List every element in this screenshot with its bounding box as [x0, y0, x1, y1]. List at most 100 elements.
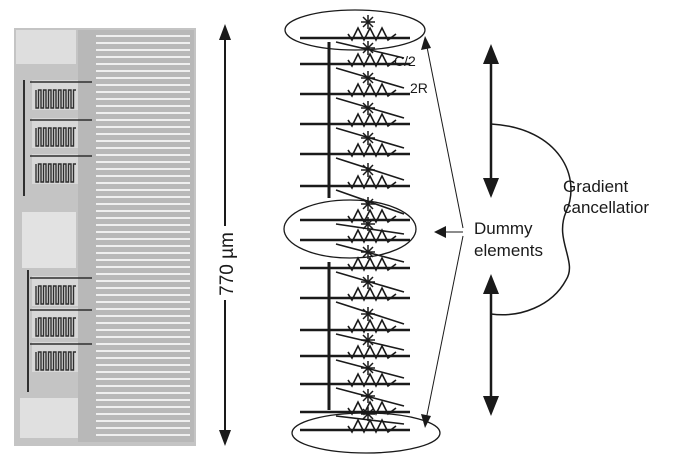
resistor-symbol [347, 52, 397, 68]
chip-serpentine-resistor [30, 308, 92, 338]
serpentine-path [35, 285, 76, 305]
resistor-symbol [347, 208, 397, 224]
capacitor-stroke [362, 42, 374, 54]
schematic-rung [300, 407, 410, 434]
chip-serpentine-resistor [30, 154, 92, 184]
resistor-symbol [347, 142, 397, 158]
schematic-rung [300, 15, 410, 59]
resistor-symbol [347, 256, 397, 272]
dimension-arrowhead-bottom [219, 430, 231, 446]
gradient-label-line1: Gradient [563, 177, 628, 196]
resistor-symbol [347, 400, 397, 416]
capacitor-symbol [361, 333, 375, 347]
chip-serpentine-resistor [30, 342, 92, 372]
gradient-arrow-lower-head-top [483, 274, 499, 294]
dummy-ellipse-top [284, 9, 426, 51]
capacitor-symbol [361, 15, 375, 29]
serpentine-path [35, 127, 76, 147]
gradient-brace [490, 123, 572, 316]
schematic-rung [300, 71, 410, 119]
schematic-rung [300, 307, 410, 351]
schematic-rung [300, 333, 410, 379]
pointer-arrowhead-middle [434, 226, 446, 238]
capacitor-symbol [361, 101, 375, 115]
pointer-arrowhead-bottom [421, 414, 431, 428]
resistor-symbol [347, 112, 397, 128]
pointer-arrowhead-top [421, 36, 431, 50]
dummy-ellipse-middle [283, 199, 417, 259]
schematic-rung [300, 163, 410, 215]
gradient-arrow-upper-head-bottom [483, 178, 499, 198]
capacitor-symbol [361, 163, 375, 177]
chip-dummy-pad-top [16, 30, 76, 64]
capacitor-stroke [362, 164, 374, 176]
gradient-arrow-lower-head-bottom [483, 396, 499, 416]
pointer-line-bottom [425, 235, 464, 421]
capacitor-stroke [362, 362, 374, 374]
resistor-symbol [347, 228, 397, 244]
dimension-arrow: 770 µm [217, 24, 238, 446]
capacitor-stroke [362, 16, 374, 28]
capacitor-stroke [362, 132, 374, 144]
capacitor-stroke [362, 276, 374, 288]
resistor-symbol [347, 372, 397, 388]
capacitor-stroke [362, 390, 374, 402]
capacitor-stroke [362, 308, 374, 320]
capacitor-symbol [361, 71, 375, 85]
capacitor-symbol [361, 361, 375, 375]
capacitor-stroke [362, 102, 374, 114]
capacitor-label: C/2 [394, 53, 416, 69]
gradient-label-line2: cancellatior [563, 198, 649, 217]
gradient-arrows [483, 44, 572, 416]
chip-serpentine-resistor [30, 276, 92, 306]
capacitor-symbol [361, 217, 375, 231]
resistor-symbol [347, 82, 397, 98]
pointer-line-top [425, 41, 464, 229]
resistor-label: 2R [410, 80, 428, 96]
chip-serpentine-resistor [30, 118, 92, 148]
capacitor-symbol [361, 389, 375, 403]
chip-serpentine-resistor [30, 80, 92, 110]
schematic-rung [300, 131, 410, 181]
schematic-rung [300, 245, 410, 293]
capacitor-symbol [361, 41, 375, 55]
capacitor-stroke [362, 198, 374, 210]
schematic-rung [300, 361, 410, 407]
chip-micrograph [14, 28, 196, 446]
schematic-rung [300, 101, 410, 149]
dummy-label-line2: elements [474, 241, 543, 260]
dummy-ellipse-bottom [291, 412, 441, 454]
gradient-arrow-upper-head-top [483, 44, 499, 64]
chip-cells [30, 35, 190, 436]
capacitor-symbol [361, 407, 375, 421]
capacitor-symbol [361, 307, 375, 321]
capacitor-stroke [362, 246, 374, 258]
capacitor-symbol [361, 275, 375, 289]
capacitor-symbol [361, 197, 375, 211]
capacitor-stroke [362, 72, 374, 84]
chip-left-bus [23, 80, 29, 392]
serpentine-path [35, 317, 76, 337]
chip-dummy-pad-middle [22, 212, 76, 268]
resistor-symbol [347, 318, 397, 334]
schematic-rung [300, 275, 410, 325]
dimension-label: 770 µm [217, 232, 238, 296]
resistor-symbol [347, 26, 397, 42]
resistor-symbol [347, 174, 397, 190]
capacitor-stroke [362, 334, 374, 346]
schematic-rung [300, 197, 410, 235]
serpentine-path [35, 351, 76, 371]
capacitor-stroke [362, 218, 374, 230]
schematic-rungs [300, 15, 410, 434]
rc-ladder-schematic: C/2 2R [283, 9, 441, 454]
dummy-label-line1: Dummy [474, 219, 533, 238]
dimension-arrowhead-top [219, 24, 231, 40]
capacitor-stroke [362, 408, 374, 420]
capacitor-symbol [361, 131, 375, 145]
serpentine-path [35, 163, 76, 183]
resistor-symbol [347, 286, 397, 302]
chip-dummy-pad-bottom [20, 398, 78, 438]
resistor-symbol [347, 344, 397, 360]
schematic-rung [300, 217, 410, 263]
